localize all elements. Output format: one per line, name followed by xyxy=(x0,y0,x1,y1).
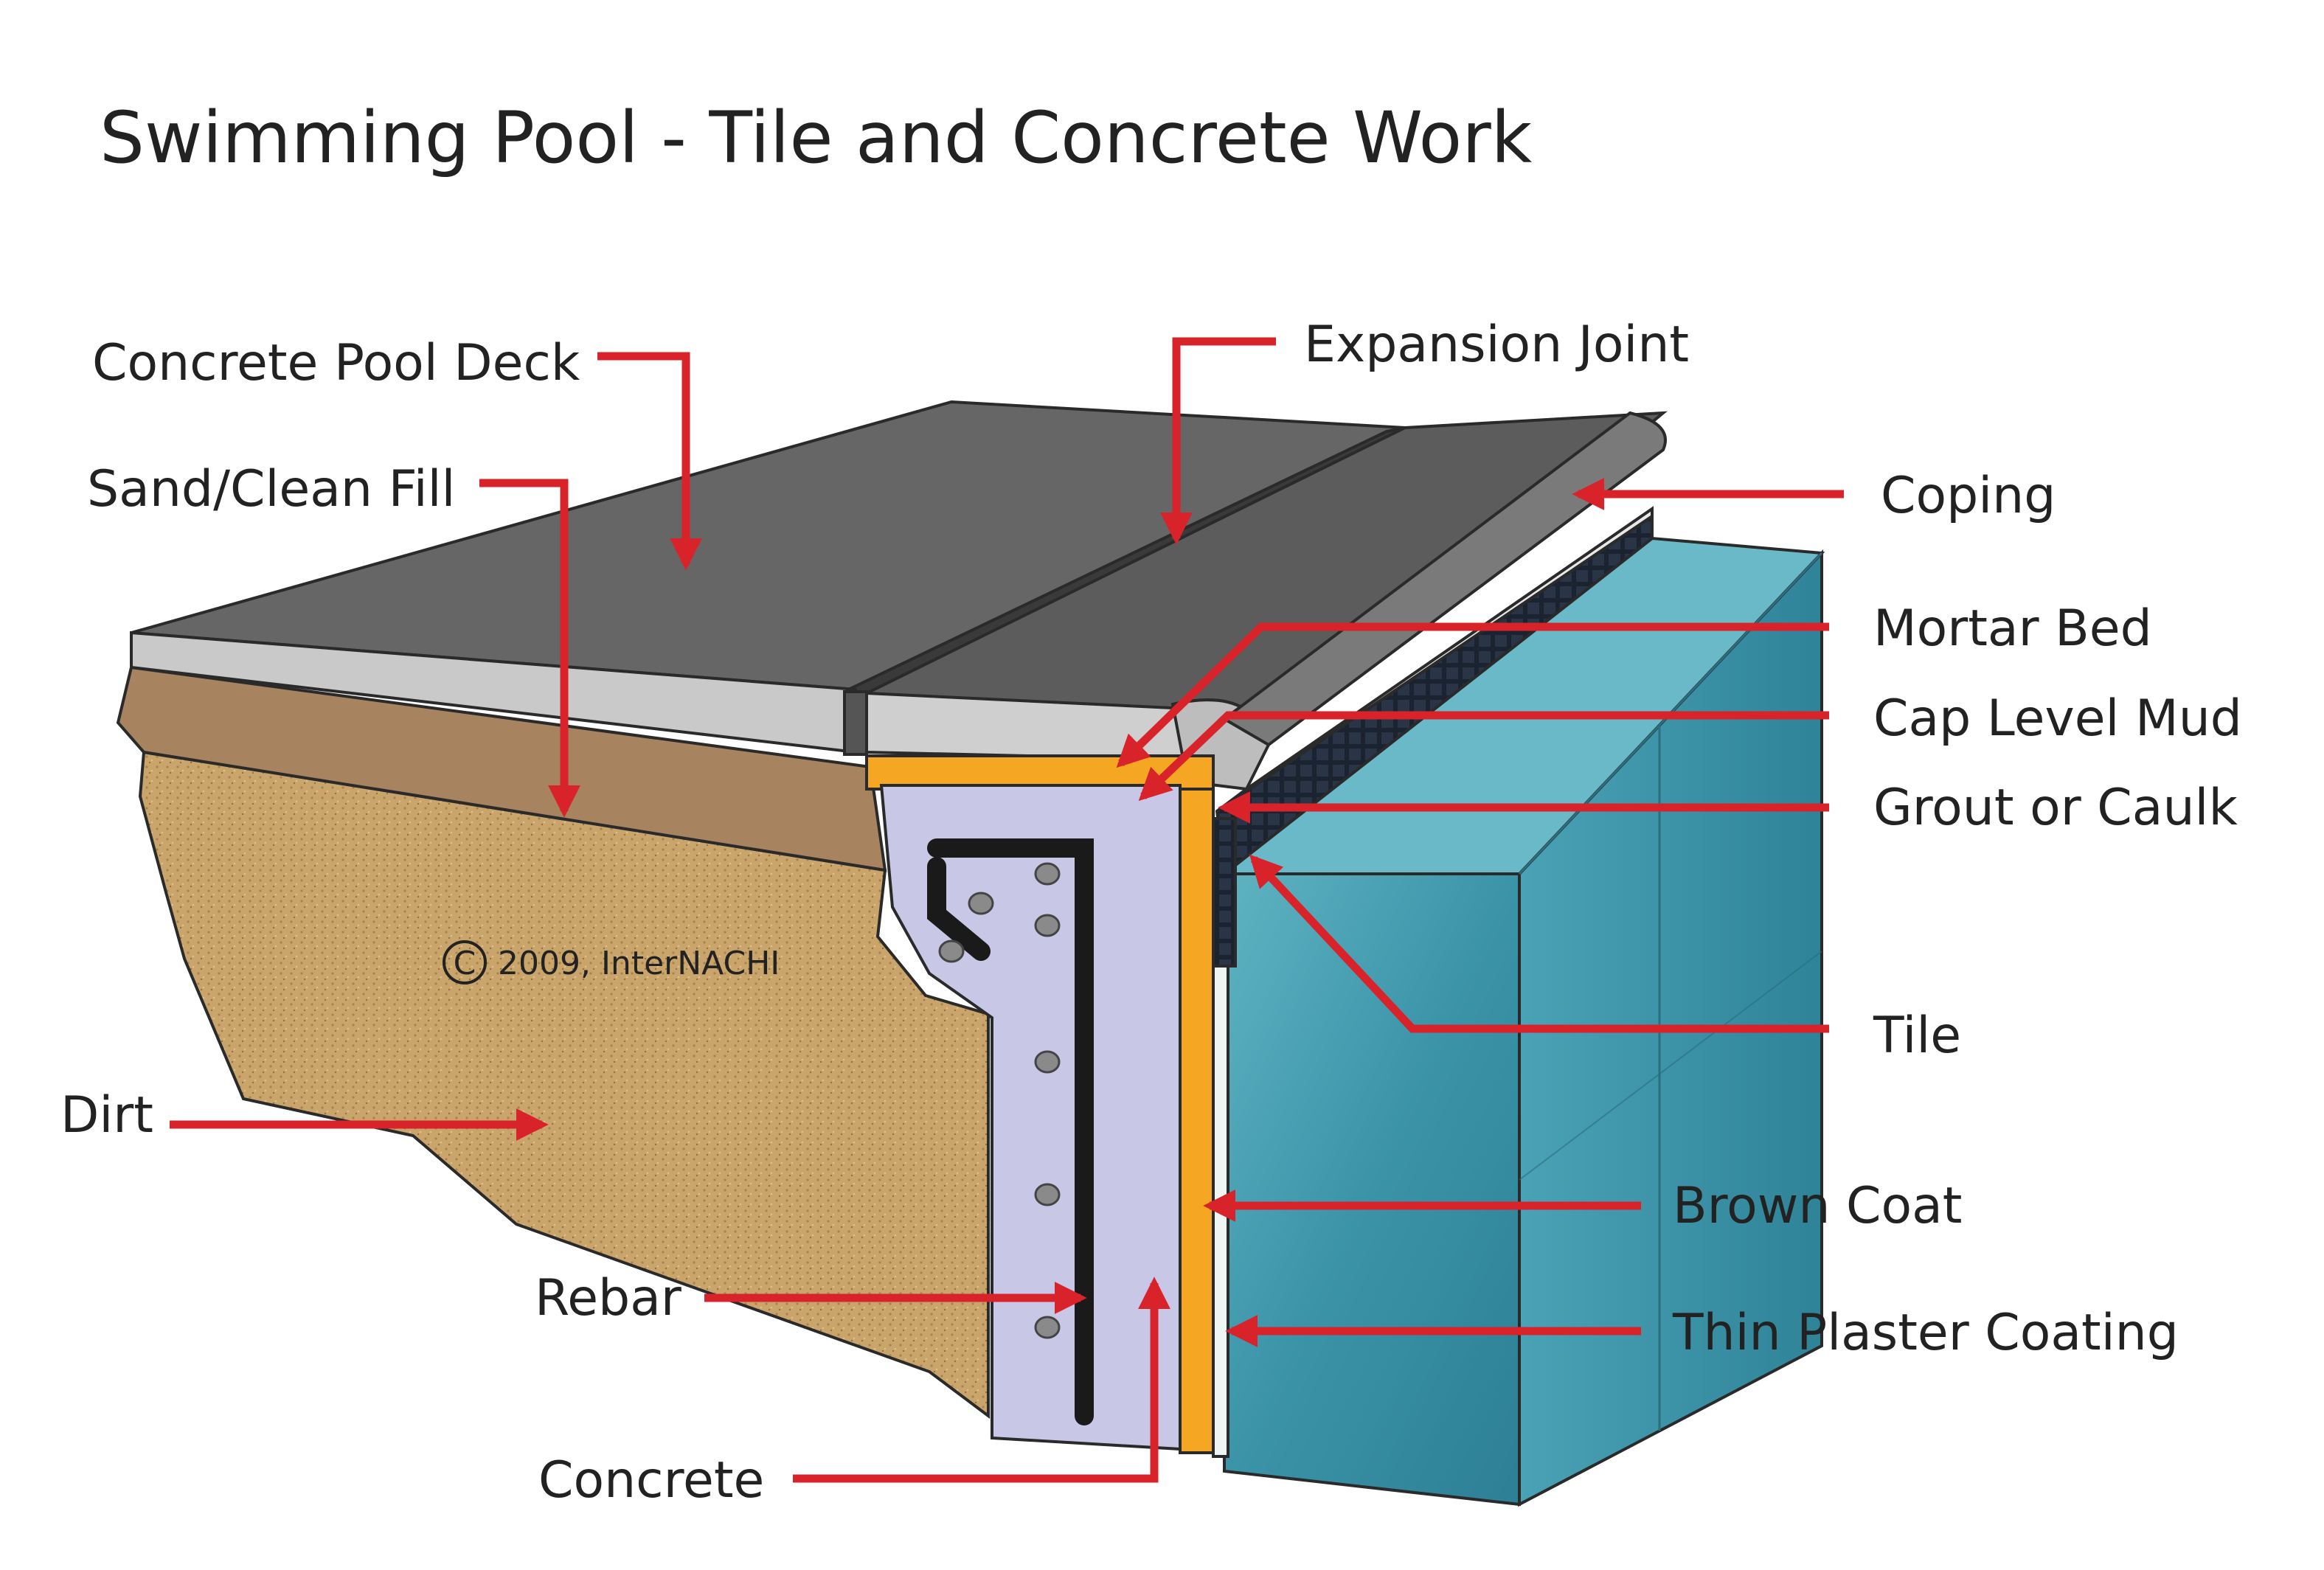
copyright-symbol: C xyxy=(454,945,476,982)
copyright-text: 2009, InterNACHI xyxy=(498,945,780,982)
arrow-expansion-joint xyxy=(1160,337,1276,545)
copyright-notice: C 2009, InterNACHI xyxy=(443,940,780,984)
arrow-mortar-bed xyxy=(1116,622,1829,768)
arrow-tile xyxy=(1249,854,1829,1033)
arrow-sand-clean-fill xyxy=(479,479,580,818)
label-grout-or-caulk: Grout or Caulk xyxy=(1873,779,2238,837)
coping xyxy=(1170,411,1667,813)
label-concrete: Concrete xyxy=(538,1451,764,1510)
label-concrete-pool-deck: Concrete Pool Deck xyxy=(92,334,580,392)
arrow-concrete xyxy=(793,1277,1170,1483)
diagram-title: Swimming Pool - Tile and Concrete Work xyxy=(100,97,1533,179)
label-cap-level-mud: Cap Level Mud xyxy=(1873,690,2242,748)
label-rebar: Rebar xyxy=(535,1269,681,1327)
label-brown-coat: Brown Coat xyxy=(1673,1177,1962,1235)
label-expansion-joint: Expansion Joint xyxy=(1304,316,1689,374)
label-tile: Tile xyxy=(1873,1007,1961,1065)
fill-layer xyxy=(116,665,887,872)
label-mortar-bed: Mortar Bed xyxy=(1873,600,2152,658)
label-sand-clean-fill: Sand/Clean Fill xyxy=(87,460,455,518)
arrow-concrete-pool-deck xyxy=(597,352,702,571)
label-coping: Coping xyxy=(1881,467,2056,525)
label-dirt: Dirt xyxy=(60,1086,153,1144)
wall-section xyxy=(865,754,1229,1458)
label-thin-plaster-coating: Thin Plaster Coating xyxy=(1672,1304,2179,1362)
arrow-cap-level-mud xyxy=(1138,711,1829,802)
